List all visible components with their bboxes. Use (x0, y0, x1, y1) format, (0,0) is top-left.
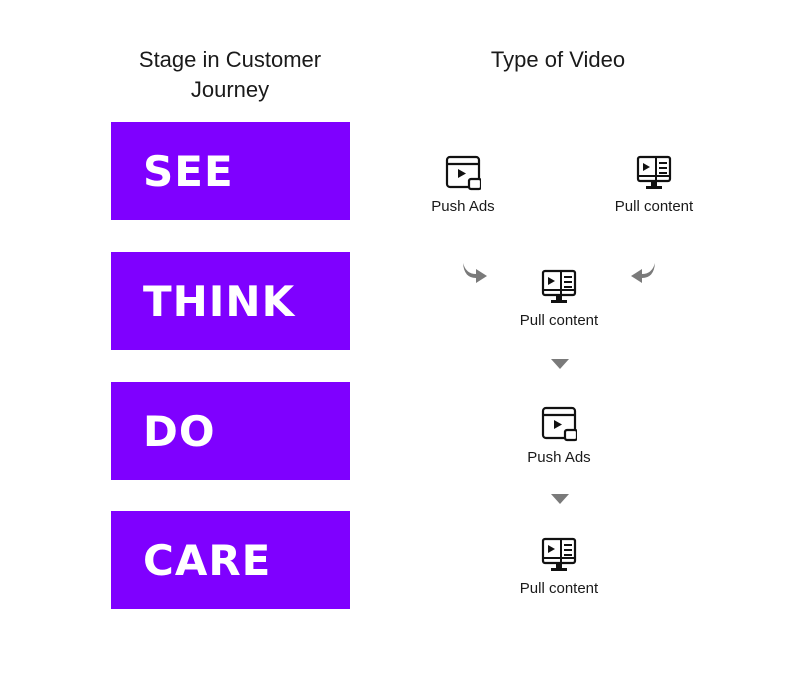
node-care-pull-content: Pull content (494, 537, 624, 597)
down-arrow-icon (551, 494, 569, 504)
node-label: Push Ads (527, 449, 591, 466)
node-label: Pull content (614, 198, 694, 215)
stage-box-see: SEE (111, 122, 350, 220)
curved-arrow-left-icon (631, 263, 655, 283)
node-see-push-ads: Push Ads (398, 155, 528, 215)
node-do-push-ads: Push Ads (494, 406, 624, 466)
monitor-content-icon (541, 269, 577, 303)
stage-column-heading: Stage in Customer Journey (138, 47, 322, 102)
node-see-pull-content: Pull content (589, 155, 719, 215)
node-think-pull-content: Pull content (494, 269, 624, 329)
down-arrow-icon (551, 359, 569, 369)
push-ad-icon (541, 406, 577, 442)
node-label: Push Ads (431, 198, 495, 215)
node-label: Pull content (519, 312, 599, 329)
monitor-content-icon (541, 537, 577, 571)
stage-label-think: THINK (143, 276, 296, 326)
monitor-content-icon (636, 155, 672, 189)
stage-label-care: CARE (143, 535, 272, 585)
stage-box-care: CARE (111, 511, 350, 609)
stage-label-see: SEE (143, 146, 234, 196)
video-column-heading: Type of Video (490, 47, 626, 72)
stage-label-do: DO (143, 406, 216, 456)
push-ad-icon (445, 155, 481, 191)
node-label: Pull content (519, 580, 599, 597)
stage-box-do: DO (111, 382, 350, 480)
stage-box-think: THINK (111, 252, 350, 350)
curved-arrow-right-icon (463, 263, 487, 283)
